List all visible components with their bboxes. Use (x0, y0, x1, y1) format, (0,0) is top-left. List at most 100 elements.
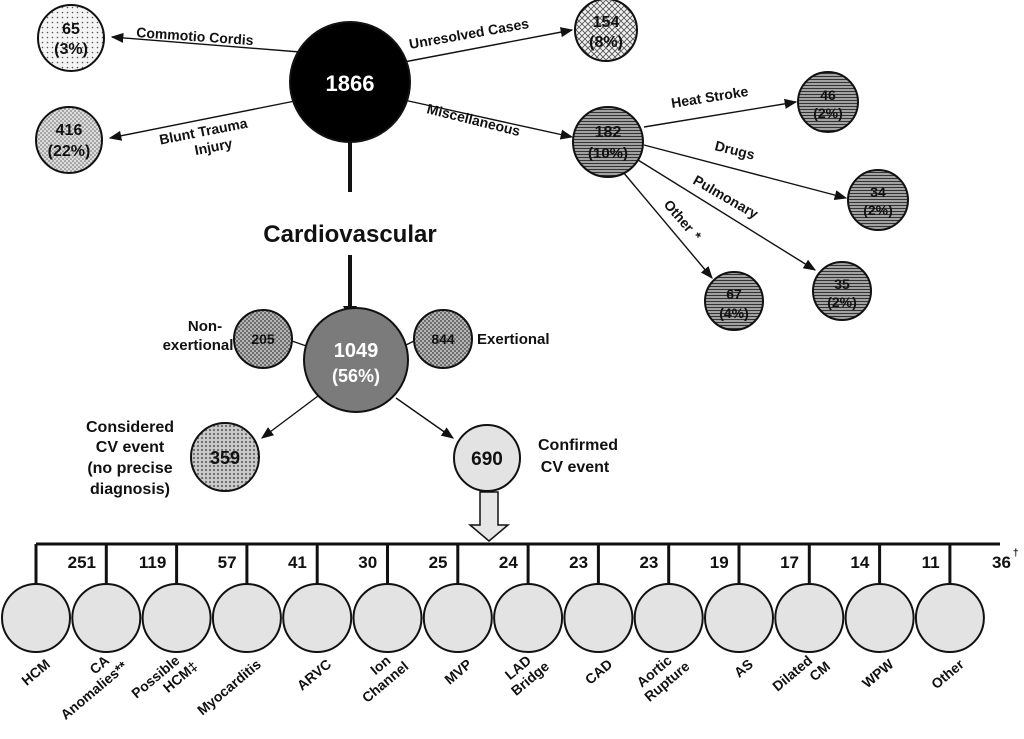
unresolved-value: 154 (593, 14, 620, 31)
pulmonary-pct: (2%) (827, 294, 857, 310)
misc-value: 182 (595, 124, 622, 141)
edge-pulmonary (637, 159, 817, 271)
commotio-label: Commotio Cordis (136, 24, 254, 48)
leaf-label-line1: MVP (441, 656, 475, 688)
leaf-node-hcm (1, 583, 71, 653)
other-misc-node (704, 271, 764, 331)
misc-pct: (10%) (588, 145, 628, 162)
leaf-value-ion-channel: 25 (429, 553, 448, 572)
other-misc-value: 67 (726, 286, 742, 302)
edge-commotio (110, 32, 301, 53)
leaf-label-hcm: HCM (18, 656, 53, 689)
other-misc-mark: * (689, 229, 705, 244)
heat-value: 46 (820, 87, 836, 103)
blunt-pct: (22%) (48, 143, 91, 160)
cv-value: 1049 (334, 340, 379, 362)
edge-other-misc (622, 171, 713, 279)
unresolved-label: Unresolved Cases (408, 15, 531, 52)
leaf-node-mvp (422, 583, 493, 653)
drugs-label: Drugs (713, 137, 756, 162)
leaf-value-as: 17 (780, 553, 799, 572)
leaf-label-line1: WPW (859, 655, 897, 691)
edge-considered (260, 395, 319, 439)
leaf-label-as: AS (731, 656, 756, 681)
other-misc-label: Other (661, 196, 698, 235)
leaf-value-cad: 23 (639, 553, 658, 572)
leaf-label-mvp: MVP (441, 656, 475, 688)
leaf-value-hcm: 251 (68, 553, 96, 572)
considered-label-4: diagnosis) (90, 481, 170, 498)
cv-node (303, 307, 409, 413)
exertional-label: Exertional (477, 331, 550, 348)
leaf-label-line1: CAD (582, 656, 616, 688)
heat-node (797, 71, 859, 133)
considered-label-2: CV event (96, 439, 165, 456)
leaf-label-line1: AS (731, 656, 756, 681)
nonexertional-node (233, 309, 293, 369)
hollow-down-arrow (467, 491, 511, 542)
considered-label-1: Considered (86, 419, 174, 436)
leaf-label-line1: HCM (18, 656, 53, 689)
misc-label: Miscellaneous (425, 100, 522, 139)
leaf-value-ca-anomalies: 119 (139, 553, 166, 572)
edge-heat (643, 98, 798, 128)
drugs-pct: (2%) (863, 202, 893, 218)
leaf-node-possible-hcm (141, 583, 212, 653)
confirmed-node (453, 424, 521, 492)
root-node (289, 21, 411, 143)
misc-node (572, 106, 644, 178)
leaf-node-arvc (282, 583, 353, 653)
leaf-value-aortic-rupture: 19 (710, 553, 729, 572)
pulmonary-value: 35 (834, 276, 850, 292)
pulmonary-node (812, 261, 872, 321)
other-misc-pct: (4%) (719, 305, 749, 321)
nonexertional-label-2: exertional (163, 337, 234, 354)
leaf-label-wpw: WPW (859, 655, 897, 691)
confirmed-value: 690 (471, 449, 503, 470)
drugs-node (847, 169, 909, 231)
leaf-node-other (914, 583, 985, 653)
blunt-node (35, 106, 103, 174)
drugs-value: 34 (870, 184, 886, 200)
nonexertional-value: 205 (251, 331, 275, 347)
leaf-value-arvc: 30 (358, 553, 377, 572)
leaf-value-mvp: 24 (499, 553, 518, 572)
leaf-value-lad-bridge: 23 (569, 553, 588, 572)
bracket-ticks (34, 544, 952, 584)
dagger-value: 36 (992, 553, 1011, 572)
edge-misc (403, 99, 574, 140)
commotio-pct: (3%) (54, 41, 88, 58)
leaf-node-lad-bridge (493, 583, 564, 653)
heat-pct: (2%) (813, 105, 843, 121)
considered-label-3: (no precise (87, 460, 172, 477)
unresolved-node (574, 0, 638, 62)
leaf-node-dilated-cm (774, 583, 845, 653)
considered-value: 359 (210, 448, 240, 468)
leaf-node-myocarditis (211, 583, 282, 653)
leaf-label-other: Other (928, 655, 967, 692)
leaf-label-myocarditis: Myocarditis (194, 656, 264, 718)
leaf-label-line1: Other (928, 655, 967, 692)
blunt-value: 416 (56, 122, 83, 139)
leaf-node-cad (563, 583, 634, 653)
root-value: 1866 (326, 71, 375, 96)
leaf-value-possible-hcm: 57 (218, 553, 237, 572)
leaf-node-wpw (844, 583, 915, 653)
edge-confirmed (395, 397, 455, 439)
heat-label: Heat Stroke (670, 83, 750, 111)
considered-node (190, 422, 260, 492)
leaf-node-aortic-rupture (633, 583, 704, 653)
commotio-node (37, 4, 105, 72)
leaf-node-ion-channel (352, 583, 423, 653)
edge-unresolved (403, 27, 574, 63)
exertional-node (413, 309, 473, 369)
cv-pct: (56%) (332, 366, 380, 386)
leaf-label-line1: Myocarditis (194, 656, 264, 718)
leaf-value-myocarditis: 41 (288, 553, 307, 572)
